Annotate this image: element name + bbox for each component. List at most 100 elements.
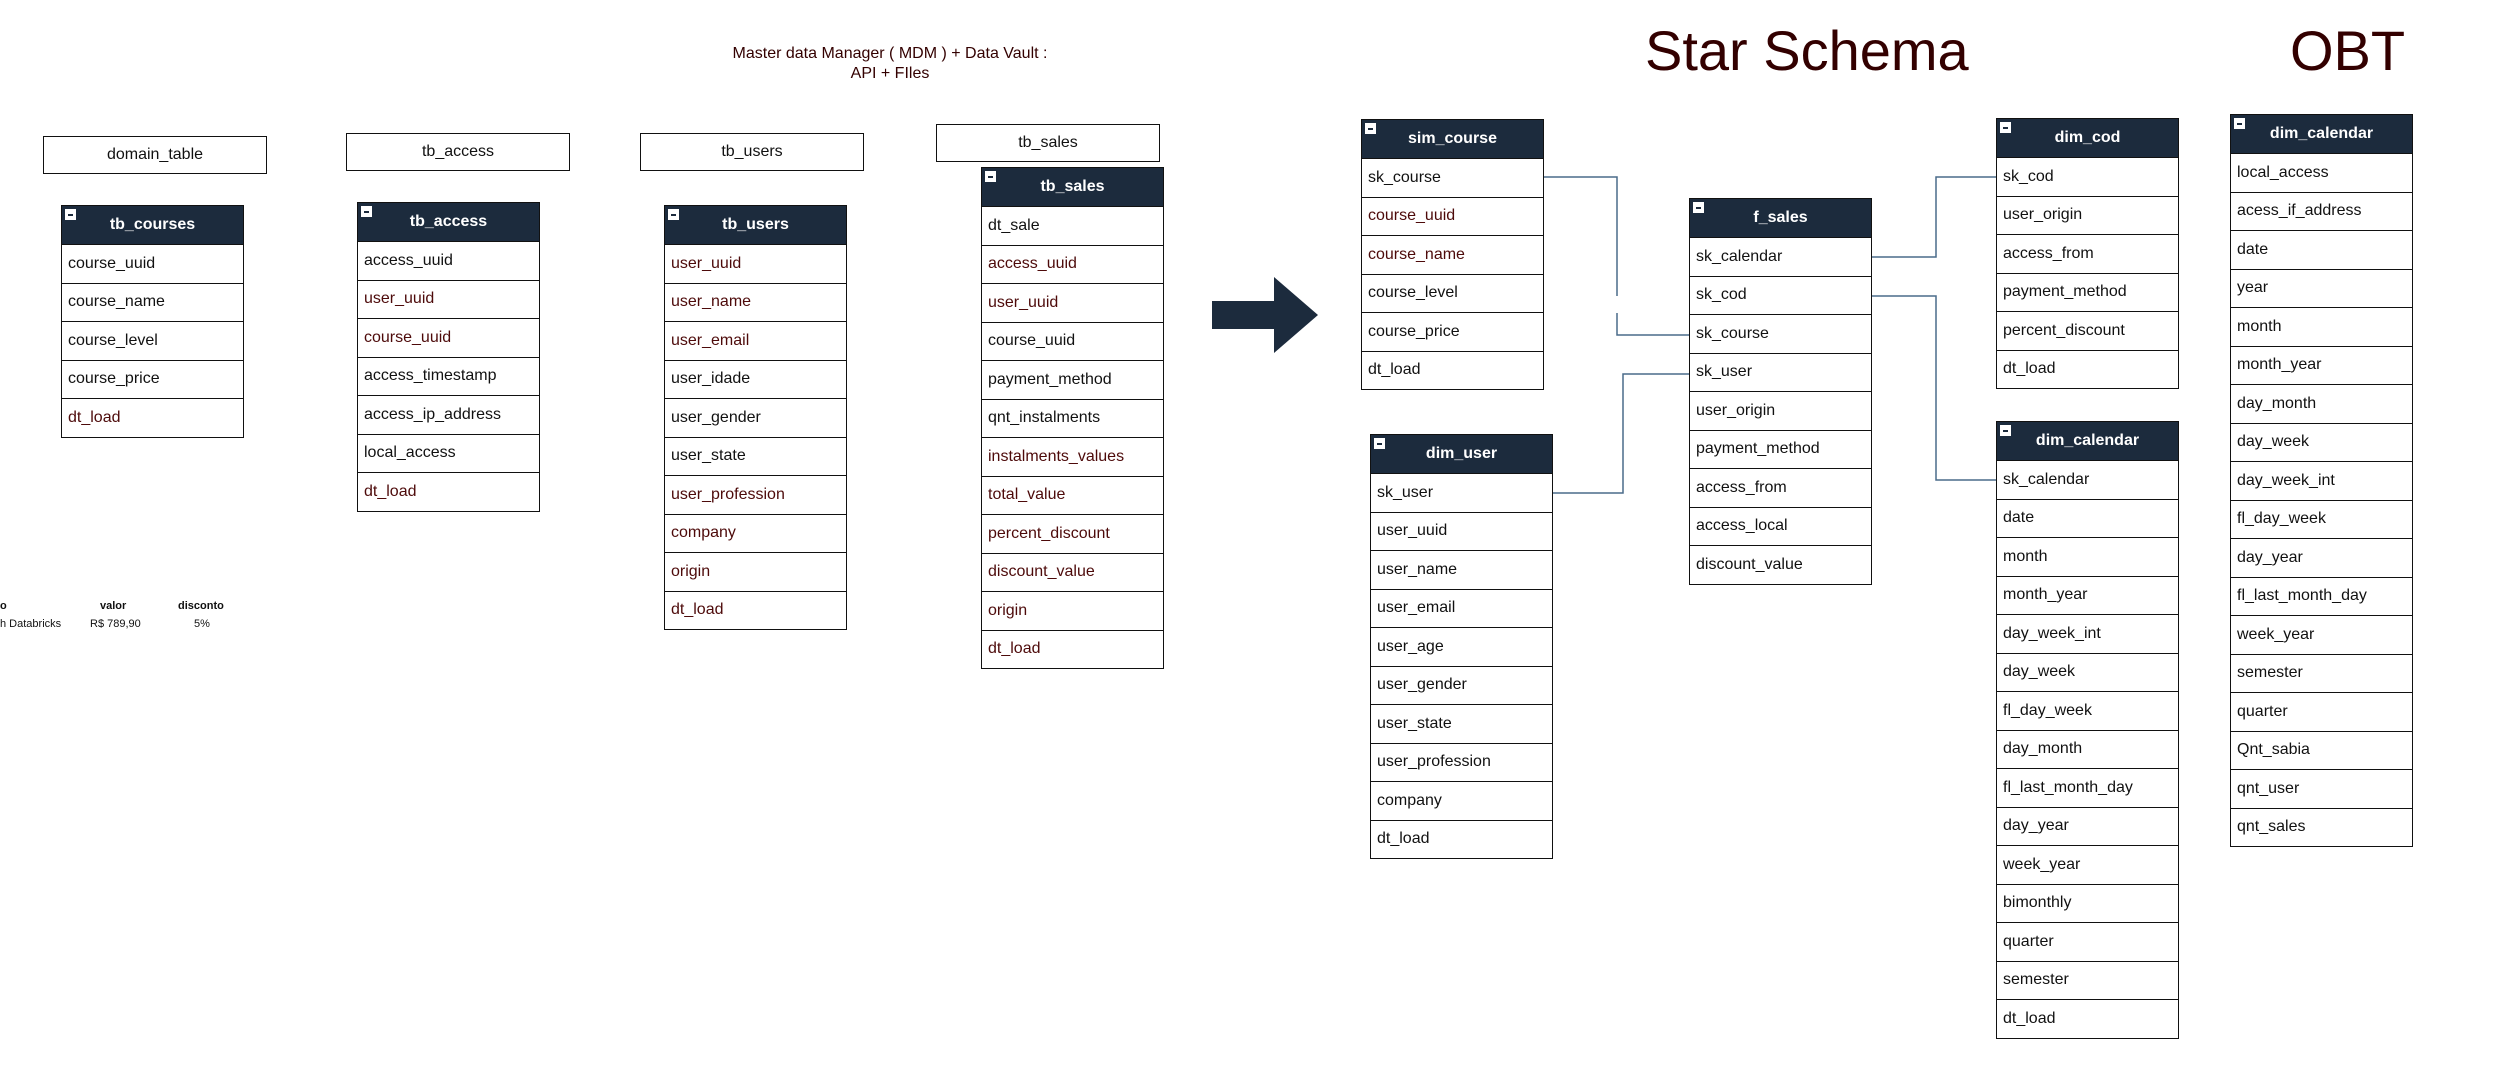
table-row[interactable]: fl_last_month_day <box>2231 576 2412 616</box>
table-row[interactable]: fl_day_week <box>1997 691 2178 730</box>
table-row[interactable]: user_age <box>1371 627 1552 666</box>
table-row[interactable]: dt_sale <box>982 206 1163 245</box>
table-row[interactable]: sk_calendar <box>1997 460 2178 499</box>
collapse-icon[interactable] <box>361 206 372 217</box>
table-row[interactable]: course_uuid <box>982 321 1163 361</box>
table-row[interactable]: user_origin <box>1997 195 2178 235</box>
table-row[interactable]: sk_user <box>1690 352 1871 392</box>
table-row[interactable]: bimonthly <box>1997 883 2178 923</box>
table-header[interactable]: tb_users <box>665 206 846 244</box>
table-row[interactable]: month_year <box>1997 575 2178 615</box>
collapse-icon[interactable] <box>2000 425 2011 436</box>
table-row[interactable]: user_state <box>1371 704 1552 743</box>
table-row[interactable]: user_uuid <box>1371 511 1552 551</box>
tb-sales-label[interactable]: tb_sales <box>936 124 1160 162</box>
table-header[interactable]: dim_cod <box>1997 119 2178 157</box>
table-header[interactable]: dim_calendar <box>1997 422 2178 460</box>
table-row[interactable]: course_price <box>1362 312 1543 351</box>
table-tb-courses[interactable]: tb_courses course_uuid course_name cours… <box>61 205 244 438</box>
table-header[interactable]: dim_user <box>1371 435 1552 473</box>
table-row[interactable]: company <box>665 513 846 553</box>
table-tb-users[interactable]: tb_users user_uuid user_name user_email … <box>664 205 847 630</box>
table-row[interactable]: dt_load <box>358 472 539 511</box>
collapse-icon[interactable] <box>2234 118 2245 129</box>
table-row[interactable]: origin <box>982 591 1163 630</box>
table-row[interactable]: user_uuid <box>358 279 539 319</box>
table-row[interactable]: month_year <box>2231 345 2412 385</box>
table-row[interactable]: user_gender <box>1371 665 1552 705</box>
table-row[interactable]: instalments_values <box>982 437 1163 476</box>
table-row[interactable]: dt_load <box>665 590 846 630</box>
table-tb-sales[interactable]: tb_sales dt_sale access_uuid user_uuid c… <box>981 167 1164 669</box>
table-row[interactable]: sk_course <box>1690 314 1871 353</box>
table-row[interactable]: qnt_user <box>2231 769 2412 808</box>
table-row[interactable]: dt_load <box>62 398 243 437</box>
table-row[interactable]: sk_cod <box>1997 157 2178 196</box>
collapse-icon[interactable] <box>1693 202 1704 213</box>
table-dim-cod[interactable]: dim_cod sk_cod user_origin access_from p… <box>1996 118 2179 389</box>
table-row[interactable]: course_name <box>62 282 243 322</box>
table-row[interactable]: course_uuid <box>1362 196 1543 236</box>
table-row[interactable]: month <box>2231 307 2412 346</box>
table-row[interactable]: date <box>2231 230 2412 269</box>
table-row[interactable]: sk_cod <box>1690 275 1871 315</box>
table-row[interactable]: course_name <box>1362 235 1543 274</box>
table-row[interactable]: course_uuid <box>358 318 539 357</box>
table-tb-access[interactable]: tb_access access_uuid user_uuid course_u… <box>357 202 540 512</box>
table-row[interactable]: user_name <box>665 282 846 322</box>
table-header[interactable]: dim_calendar <box>2231 115 2412 153</box>
table-row[interactable]: dt_load <box>1362 350 1543 390</box>
table-row[interactable]: discount_value <box>1690 545 1871 584</box>
table-row[interactable]: user_origin <box>1690 391 1871 430</box>
table-row[interactable]: dt_load <box>982 629 1163 669</box>
table-row[interactable]: user_gender <box>665 398 846 437</box>
table-row[interactable]: access_local <box>1690 506 1871 546</box>
table-row[interactable]: fl_day_week <box>2231 499 2412 539</box>
table-obt-calendar[interactable]: dim_calendar local_access acess_if_addre… <box>2230 114 2413 847</box>
table-row[interactable]: company <box>1371 781 1552 820</box>
table-row[interactable]: dt_load <box>1371 819 1552 859</box>
table-row[interactable]: user_state <box>665 436 846 476</box>
table-dim-calendar[interactable]: dim_calendar sk_calendar date month mont… <box>1996 421 2179 1039</box>
table-row[interactable]: acess_if_address <box>2231 191 2412 231</box>
table-row[interactable]: year <box>2231 268 2412 308</box>
table-row[interactable]: payment_method <box>1997 272 2178 312</box>
table-row[interactable]: day_year <box>2231 538 2412 577</box>
table-row[interactable]: quarter <box>2231 692 2412 731</box>
table-row[interactable]: access_from <box>1997 234 2178 273</box>
table-row[interactable]: quarter <box>1997 922 2178 961</box>
table-row[interactable]: day_month <box>1997 729 2178 769</box>
table-row[interactable]: access_ip_address <box>358 395 539 434</box>
table-row[interactable]: user_email <box>1371 588 1552 628</box>
table-row[interactable]: dt_load <box>1997 349 2178 389</box>
table-row[interactable]: local_access <box>2231 153 2412 192</box>
table-row[interactable]: date <box>1997 498 2178 538</box>
table-row[interactable]: user_idade <box>665 359 846 399</box>
table-row[interactable]: qnt_sales <box>2231 807 2412 847</box>
table-row[interactable]: payment_method <box>982 360 1163 399</box>
table-header[interactable]: tb_courses <box>62 206 243 244</box>
table-row[interactable]: percent_discount <box>982 514 1163 553</box>
table-header[interactable]: sim_course <box>1362 120 1543 158</box>
table-row[interactable]: payment_method <box>1690 429 1871 469</box>
tb-users-label[interactable]: tb_users <box>640 133 864 171</box>
table-row[interactable]: sk_calendar <box>1690 237 1871 276</box>
domain-table-label[interactable]: domain_table <box>43 136 267 174</box>
collapse-icon[interactable] <box>2000 122 2011 133</box>
table-row[interactable]: total_value <box>982 475 1163 515</box>
collapse-icon[interactable] <box>985 171 996 182</box>
tb-access-label[interactable]: tb_access <box>346 133 570 171</box>
table-row[interactable]: sk_user <box>1371 473 1552 512</box>
table-row[interactable]: month <box>1997 537 2178 576</box>
table-row[interactable]: day_month <box>2231 384 2412 423</box>
collapse-icon[interactable] <box>1374 438 1385 449</box>
table-dim-user[interactable]: dim_user sk_user user_uuid user_name use… <box>1370 434 1553 859</box>
table-header[interactable]: f_sales <box>1690 199 1871 237</box>
table-row[interactable]: course_level <box>62 321 243 360</box>
table-row[interactable]: local_access <box>358 433 539 473</box>
table-row[interactable]: day_week <box>2231 422 2412 462</box>
table-row[interactable]: origin <box>665 552 846 591</box>
collapse-icon[interactable] <box>1365 123 1376 134</box>
table-row[interactable]: semester <box>2231 653 2412 693</box>
table-row[interactable]: day_week_int <box>2231 461 2412 500</box>
